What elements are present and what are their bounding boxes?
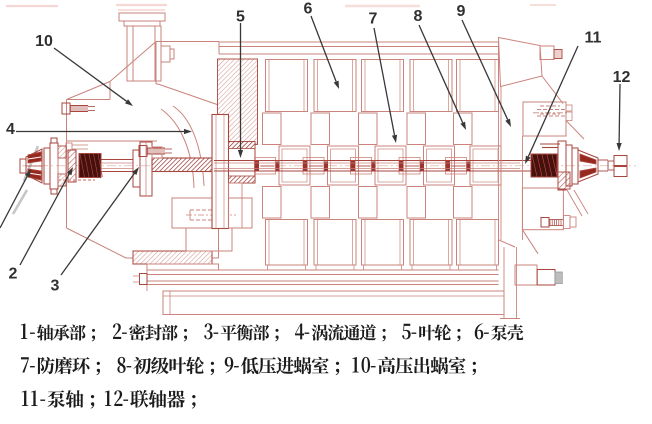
- svg-text:8: 8: [414, 8, 423, 25]
- svg-text:7: 7: [369, 11, 378, 28]
- svg-text:3: 3: [51, 278, 60, 295]
- svg-text:12: 12: [613, 69, 631, 86]
- svg-text:2: 2: [9, 266, 18, 283]
- svg-text:5: 5: [236, 9, 245, 26]
- svg-text:10: 10: [35, 33, 53, 50]
- svg-text:9: 9: [457, 3, 466, 20]
- svg-text:4: 4: [6, 121, 15, 138]
- svg-text:6: 6: [304, 1, 313, 18]
- svg-text:11: 11: [585, 30, 602, 47]
